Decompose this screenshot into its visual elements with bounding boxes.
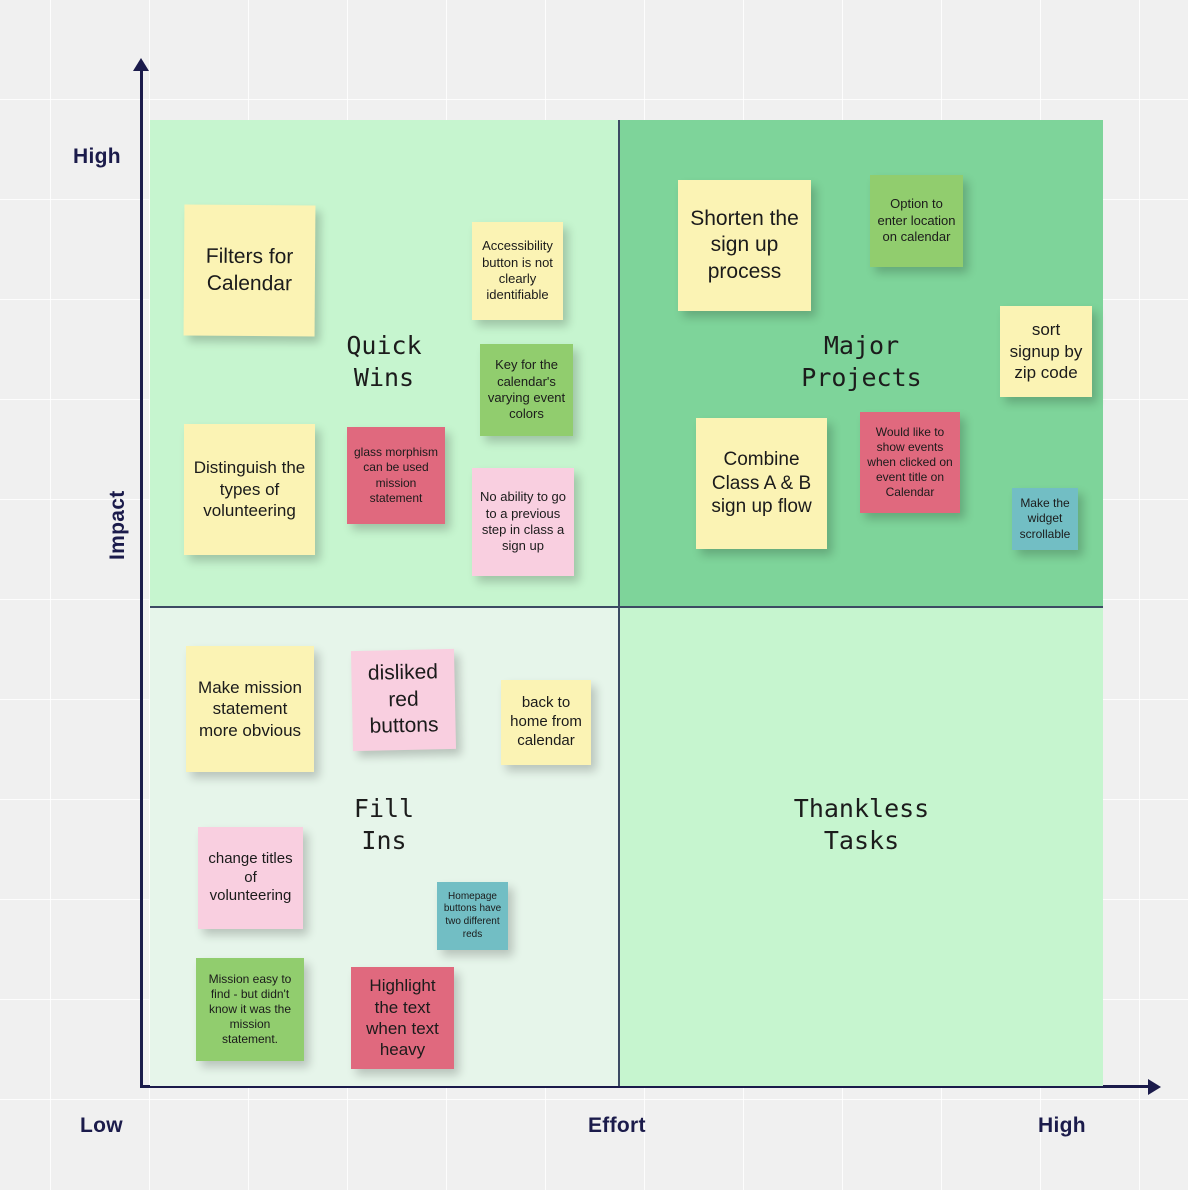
sticky-note[interactable]: back to home from calendar <box>501 680 591 765</box>
sticky-note-text: Combine Class A & B sign up flow <box>711 448 812 518</box>
y-axis-high-label: High <box>73 145 121 168</box>
sticky-note[interactable]: Shorten the sign up process <box>678 180 811 311</box>
sticky-note-text: Mission easy to find - but didn't know i… <box>208 971 292 1047</box>
sticky-note-text: Would like to show events when clicked o… <box>867 424 953 500</box>
x-axis-high-label: High <box>1038 1114 1086 1137</box>
sticky-note-text: Filters for Calendar <box>205 244 294 295</box>
sticky-note-text: glass morphism can be used mission state… <box>353 445 439 505</box>
sticky-note[interactable]: Make the widget scrollable <box>1012 488 1078 550</box>
x-axis-low-label: Low <box>80 1114 123 1137</box>
sticky-note-text: Homepage buttons have two different reds <box>443 890 502 940</box>
sticky-note[interactable]: Would like to show events when clicked o… <box>860 412 960 513</box>
sticky-note-text: Make the widget scrollable <box>1019 496 1071 541</box>
sticky-note[interactable]: No ability to go to a previous step in c… <box>472 468 574 576</box>
sticky-note[interactable]: Filters for Calendar <box>183 204 316 337</box>
sticky-note[interactable]: Highlight the text when text heavy <box>351 967 454 1069</box>
sticky-note[interactable]: Distinguish the types of volunteering <box>184 424 315 555</box>
x-axis-arrowhead-icon <box>1148 1079 1161 1095</box>
sticky-note-text: Highlight the text when text heavy <box>366 976 439 1060</box>
sticky-note-text: No ability to go to a previous step in c… <box>480 489 566 554</box>
sticky-note[interactable]: disliked red buttons <box>350 648 457 752</box>
sticky-note-text: back to home from calendar <box>510 694 582 749</box>
sticky-note[interactable]: Homepage buttons have two different reds <box>437 882 508 950</box>
sticky-note[interactable]: sort signup by zip code <box>1000 306 1092 397</box>
sticky-note[interactable]: glass morphism can be used mission state… <box>347 427 445 524</box>
sticky-note[interactable]: Combine Class A & B sign up flow <box>696 418 827 549</box>
sticky-note-text: Key for the calendar's varying event col… <box>487 357 566 422</box>
quadrant-title-thankless-tasks: Thankless Tasks <box>793 794 930 855</box>
sticky-note-text: Make mission statement more obvious <box>198 677 302 740</box>
sticky-note[interactable]: Mission easy to find - but didn't know i… <box>196 958 304 1061</box>
x-axis-title: Effort <box>588 1114 646 1137</box>
quadrant-title-major-projects: Major Projects <box>801 331 922 392</box>
sticky-note-text: change titles of volunteering <box>208 849 293 905</box>
quadrant-title-quick-wins: Quick Wins <box>346 331 422 392</box>
sticky-note-text: disliked red buttons <box>367 660 439 738</box>
sticky-note-text: sort signup by zip code <box>1009 320 1083 383</box>
sticky-note[interactable]: Make mission statement more obvious <box>186 646 314 772</box>
sticky-note-text: Distinguish the types of volunteering <box>193 458 306 521</box>
y-axis-line <box>140 62 143 1087</box>
y-axis-arrowhead-icon <box>133 58 149 71</box>
sticky-note[interactable]: Accessibility button is not clearly iden… <box>472 222 563 320</box>
sticky-note-text: Shorten the sign up process <box>690 206 799 283</box>
sticky-note[interactable]: Option to enter location on calendar <box>870 175 963 267</box>
sticky-note[interactable]: change titles of volunteering <box>198 827 303 929</box>
sticky-note[interactable]: Key for the calendar's varying event col… <box>480 344 573 436</box>
sticky-note-text: Option to enter location on calendar <box>877 196 956 245</box>
quadrant-title-fill-ins: Fill Ins <box>353 794 415 855</box>
y-axis-title: Impact <box>106 490 129 561</box>
x-axis-line <box>140 1085 1152 1088</box>
quadrant-thankless-tasks[interactable]: Thankless Tasks <box>620 608 1103 1086</box>
sticky-note-text: Accessibility button is not clearly iden… <box>482 238 553 303</box>
